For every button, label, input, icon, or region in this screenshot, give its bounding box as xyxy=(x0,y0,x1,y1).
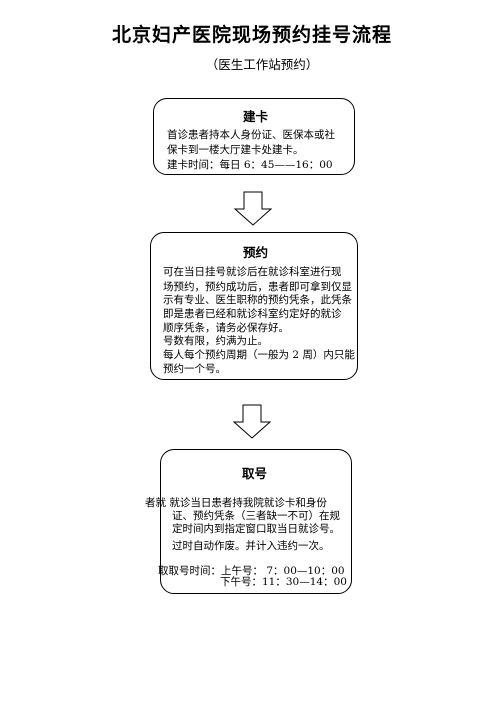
ticket-step-line-1: 者就 就诊当日患者持我院就诊卡和身份 xyxy=(145,497,327,509)
appointment-step-line-5: 顺序凭条，请务必保存好。 xyxy=(163,322,289,334)
appointment-step-line-8: 预约一个号。 xyxy=(163,363,226,375)
down-arrow-icon xyxy=(232,404,272,439)
page-title: 北京妇产医院现场预约挂号流程 xyxy=(111,24,392,46)
card-step-line-1: 首诊患者持本人身份证、医保本或社 xyxy=(167,129,335,141)
page-subtitle: （医生工作站预约） xyxy=(205,57,319,72)
appointment-step-line-7: 每人每个预约周期（一般为 2 周）内只能 xyxy=(163,349,355,361)
card-step-line-2: 保卡到一楼大厅建卡处建卡。 xyxy=(167,144,304,156)
card-step-box xyxy=(153,98,355,175)
card-step-line-3: 建卡时间：每日 6：45——16：00 xyxy=(167,159,333,171)
ticket-step-line-4: 过时自动作废。并计入违约一次。 xyxy=(172,540,330,552)
ticket-step-line-6: 下午号：11：30—14：00 xyxy=(220,576,347,588)
appointment-step-box xyxy=(150,232,358,380)
ticket-step-line-5: 取取号时间：上午号： 7：00—10：00 xyxy=(158,565,345,577)
down-arrow-icon xyxy=(233,191,273,226)
appointment-step-line-4: 即是患者已经和就诊科室约定好的就诊 xyxy=(163,308,342,320)
ticket-step-line-3: 定时间内到指定窗口取当日就诊号。 xyxy=(172,523,340,535)
ticket-step-box xyxy=(160,449,352,594)
appointment-step-line-2: 场预约，预约成功后，患者即可拿到仅显 xyxy=(163,281,352,293)
ticket-step-line-2: 证、预约凭条（三者缺一不可）在规 xyxy=(172,510,340,522)
appointment-step-line-1: 可在当日挂号就诊后在就诊科室进行现 xyxy=(163,266,342,278)
appointment-step-line-3: 示有专业、医生职称的预约凭条，此凭条 xyxy=(163,294,352,306)
card-step-heading: 建卡 xyxy=(243,109,269,124)
appointment-step-heading: 预约 xyxy=(243,245,269,260)
ticket-step-heading: 取号 xyxy=(242,466,268,481)
appointment-step-line-6: 号数有限，约满为止。 xyxy=(163,335,268,347)
